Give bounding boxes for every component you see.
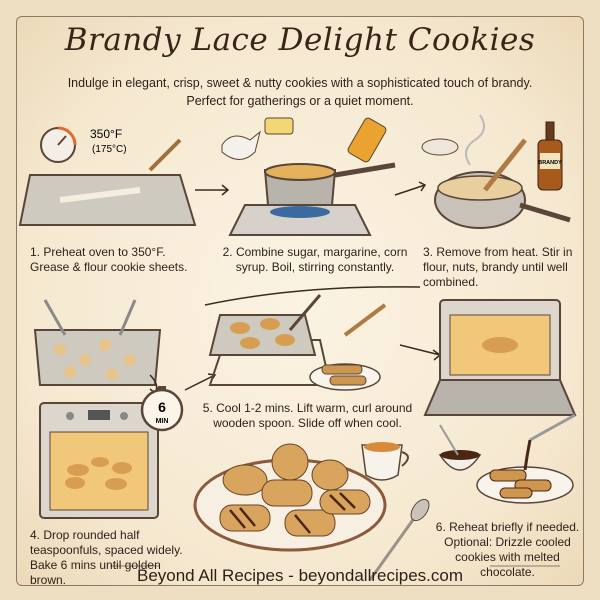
arrow-icon bbox=[394, 181, 427, 196]
step-5-text: 5. Cool 1-2 mins. Lift warm, curl around… bbox=[202, 401, 413, 430]
brandy-label: BRANDY bbox=[538, 160, 562, 166]
drizzled-cookies-plate-icon bbox=[476, 413, 576, 504]
oven-dial-icon bbox=[40, 126, 77, 163]
butter-icon bbox=[264, 117, 294, 135]
cookie-platter-icon bbox=[193, 443, 387, 552]
oven-icon bbox=[39, 402, 159, 519]
pastry-brush-icon bbox=[148, 138, 182, 172]
step-4-text: 4. Drop rounded half teaspoonfuls, space… bbox=[30, 528, 183, 587]
oven-temp-c: (175°C) bbox=[92, 144, 127, 155]
page-title: Brandy Lace Delight Cookies bbox=[64, 22, 536, 58]
arrow-icon bbox=[204, 286, 421, 306]
step-3-text: 3. Remove from heat. Stir in flour, nuts… bbox=[423, 245, 573, 289]
spoon-icon bbox=[368, 509, 422, 581]
step-2-text: 2. Combine sugar, margarine, corn syrup.… bbox=[222, 245, 408, 274]
subtitle: Indulge in elegant, crisp, sweet & nutty… bbox=[67, 76, 533, 108]
timer-icon: 6 MIN bbox=[140, 386, 184, 432]
dough-tray-icon bbox=[33, 299, 162, 386]
teacup-icon bbox=[361, 442, 409, 481]
arrow-icon bbox=[195, 184, 230, 196]
saucepan-on-stove-icon bbox=[221, 117, 396, 236]
corn-syrup-bottle-icon bbox=[347, 117, 387, 163]
timer-unit: MIN bbox=[156, 418, 169, 425]
baking-sheet-icon bbox=[18, 174, 197, 226]
open-oven-icon bbox=[423, 299, 577, 416]
rolled-cookie-plate-icon bbox=[309, 303, 387, 391]
chocolate-bowl-icon bbox=[438, 424, 482, 471]
cooling-rack-icon bbox=[208, 294, 332, 386]
footer-credit: Beyond All Recipes - beyondallrecipes.co… bbox=[136, 566, 463, 585]
step-1-text: 1. Preheat oven to 350°F. Grease & flour… bbox=[30, 245, 188, 274]
brandy-bottle-icon: BRANDY bbox=[537, 121, 563, 191]
oven-temp-f: 350°F bbox=[90, 127, 122, 141]
timer-value: 6 bbox=[158, 399, 166, 415]
mixing-pot-icon bbox=[421, 114, 571, 229]
arrow-icon bbox=[399, 344, 442, 361]
step-6-text: 6. Reheat briefly if needed. Optional: D… bbox=[435, 520, 580, 579]
